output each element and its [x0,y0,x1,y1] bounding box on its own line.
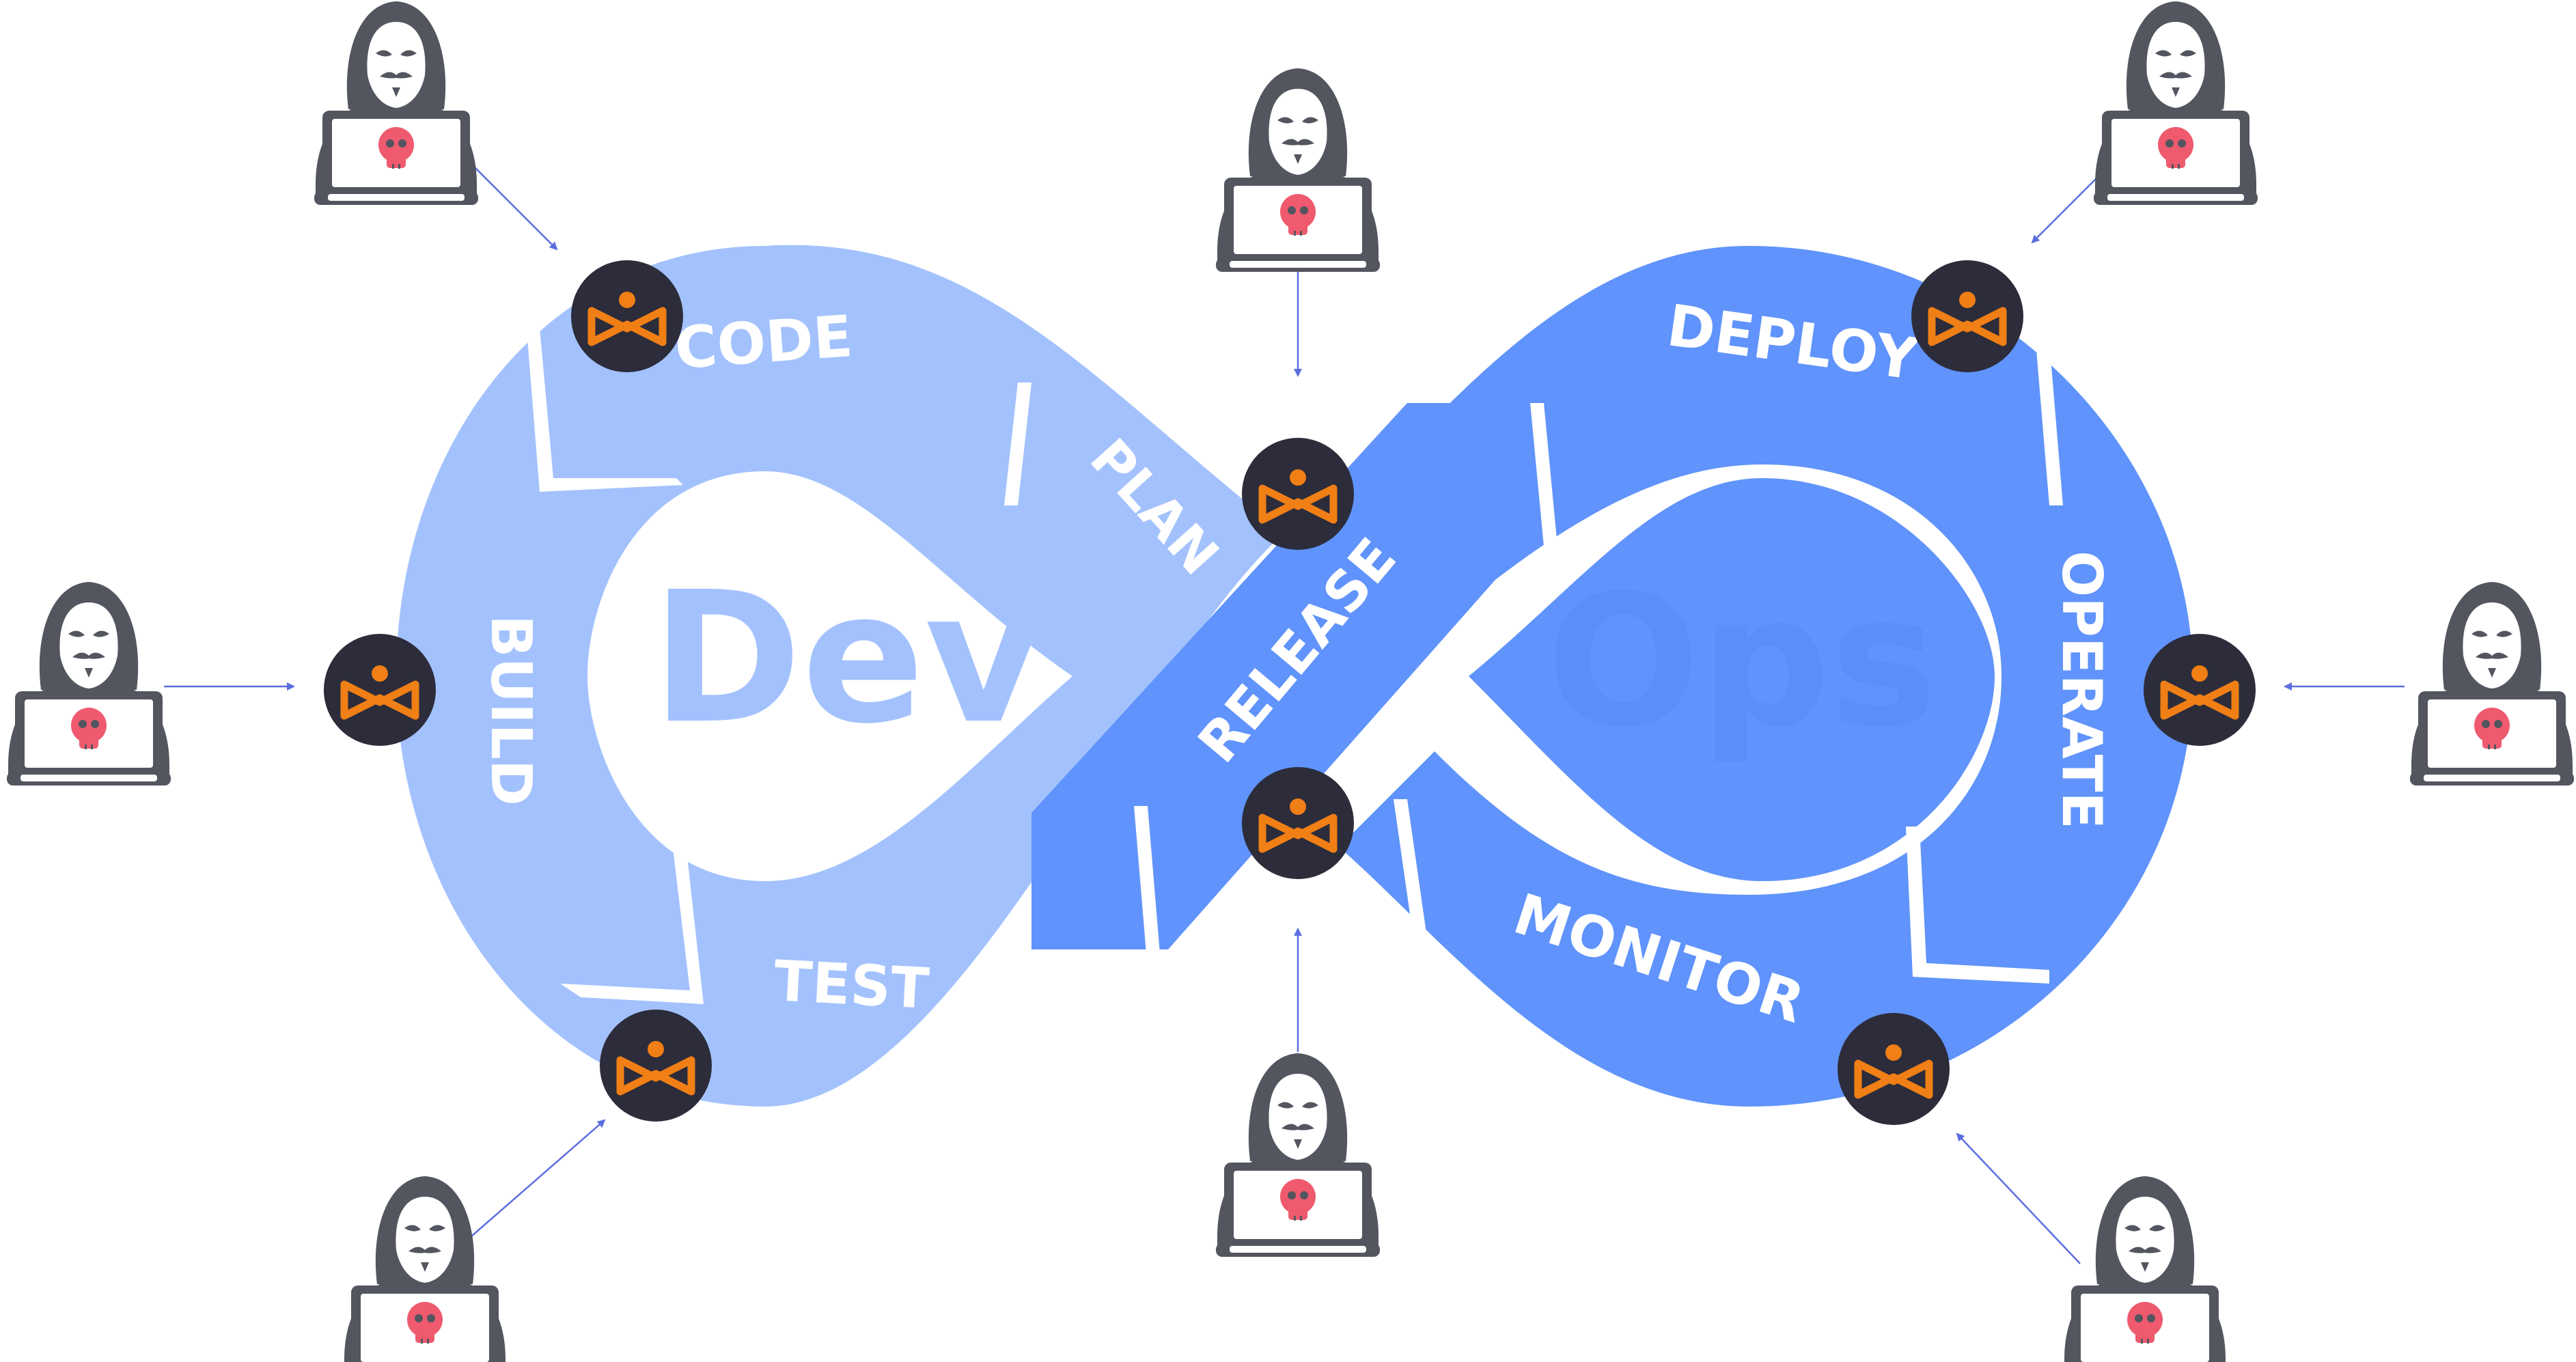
orange-bowtie-shield-icon [1242,767,1354,879]
hooded-hacker-with-laptop-icon [1216,68,1380,272]
release-band [1031,403,1537,949]
ops-word: Ops [1547,557,1938,767]
orange-bowtie-shield-icon [1242,438,1354,550]
stage-label-test: TEST [773,949,931,1022]
stage-label-build: BUILD [478,615,543,806]
dev-segment-gaps [526,321,1161,1004]
orange-bowtie-shield-icon [2144,634,2256,746]
orange-bowtie-shield-icon [1911,260,2023,372]
attack-arrow-bottom-right [1956,1132,2081,1264]
hooded-hacker-with-laptop-icon [7,582,171,786]
orange-bowtie-shield-icon [571,260,683,372]
stage-label-operate: OPERATE [2050,551,2114,829]
hooded-hacker-with-laptop-icon [2094,1,2258,205]
hooded-hacker-with-laptop-icon [343,1176,507,1362]
hooded-hacker-with-laptop-icon [314,1,478,205]
attack-arrow-top-left [464,156,558,251]
attack-arrow-bottom-left [471,1119,606,1237]
infinity-loop: Dev Ops CODE PLAN BUILD TEST RELEASE DEP… [396,245,2193,1107]
dev-loop-ring [396,245,1284,1107]
orange-bowtie-shield-icon [324,634,436,746]
hooded-hacker-with-laptop-icon [2063,1176,2227,1362]
stage-label-code: CODE [673,303,855,382]
orange-bowtie-shield-icon [600,1010,712,1122]
dev-word: Dev [652,553,1042,764]
orange-bowtie-shield-icon [1838,1013,1950,1125]
hooded-hacker-with-laptop-icon [1216,1053,1380,1257]
ops-segment-gaps [1394,342,2063,984]
hooded-hacker-with-laptop-icon [2410,582,2574,786]
